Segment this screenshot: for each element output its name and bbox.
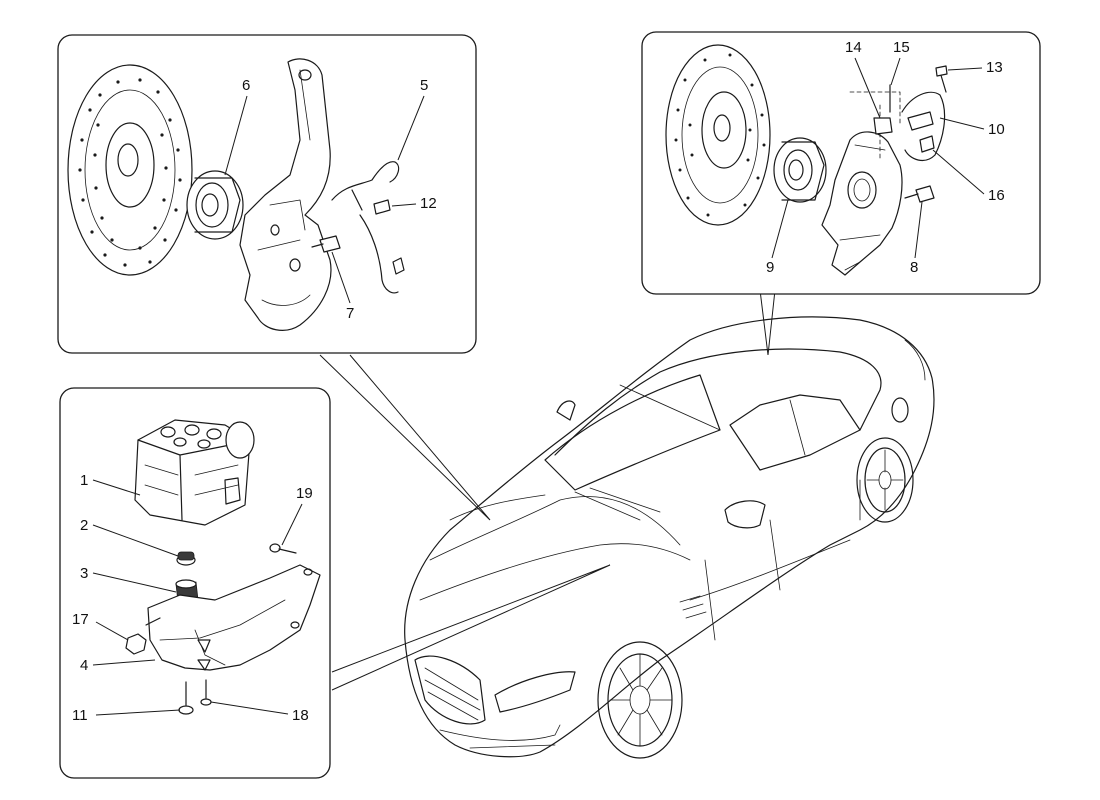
callout-7: 7: [346, 305, 354, 322]
screw-top: [269, 543, 297, 554]
front-wheel: [597, 641, 683, 759]
callout-3: 3: [80, 565, 88, 582]
callout-16: 16: [988, 187, 1005, 204]
callout-18: 18: [292, 707, 309, 724]
rear-bolt: [904, 185, 935, 203]
callout-2: 2: [80, 517, 88, 534]
abs-module-panel: 1 2 3 17 4 11 18 19: [59, 387, 331, 779]
panel-pointers: [319, 289, 776, 691]
callout-4: 4: [80, 657, 88, 674]
callout-13: 13: [986, 59, 1003, 76]
callout-14: 14: [845, 39, 862, 56]
rear-steering-knuckle: [821, 131, 903, 276]
front-steering-knuckle: [239, 58, 332, 331]
rear-brake-disc: [665, 44, 771, 226]
callout-12: 12: [420, 195, 437, 212]
callout-15: 15: [893, 39, 910, 56]
front-bolt: [311, 235, 341, 253]
rear-hub-bearing: [773, 137, 827, 203]
callout-17: 17: [72, 611, 89, 628]
callout-19: 19: [296, 485, 313, 502]
washer: [176, 551, 196, 566]
car-illustration: [404, 316, 935, 759]
abs-hydraulic-unit: [134, 419, 255, 526]
callout-5: 5: [420, 77, 428, 94]
callout-8: 8: [910, 259, 918, 276]
nut: [125, 617, 161, 655]
front-hub-bearing: [186, 170, 244, 240]
front-abs-sensor-cable: [331, 161, 405, 294]
rear-wheel-hub-panel: 14 15 13 10 16 8 9: [641, 31, 1041, 295]
rear-wheel: [856, 437, 914, 523]
callout-6: 6: [242, 77, 250, 94]
callout-1: 1: [80, 472, 88, 489]
abs-mounting-bracket: [147, 564, 321, 671]
callout-10: 10: [988, 121, 1005, 138]
front-brake-disc: [67, 64, 193, 276]
callout-9: 9: [766, 259, 774, 276]
callout-11: 11: [72, 707, 88, 724]
front-wheel-hub-panel: 6 5 12 7: [57, 34, 477, 354]
